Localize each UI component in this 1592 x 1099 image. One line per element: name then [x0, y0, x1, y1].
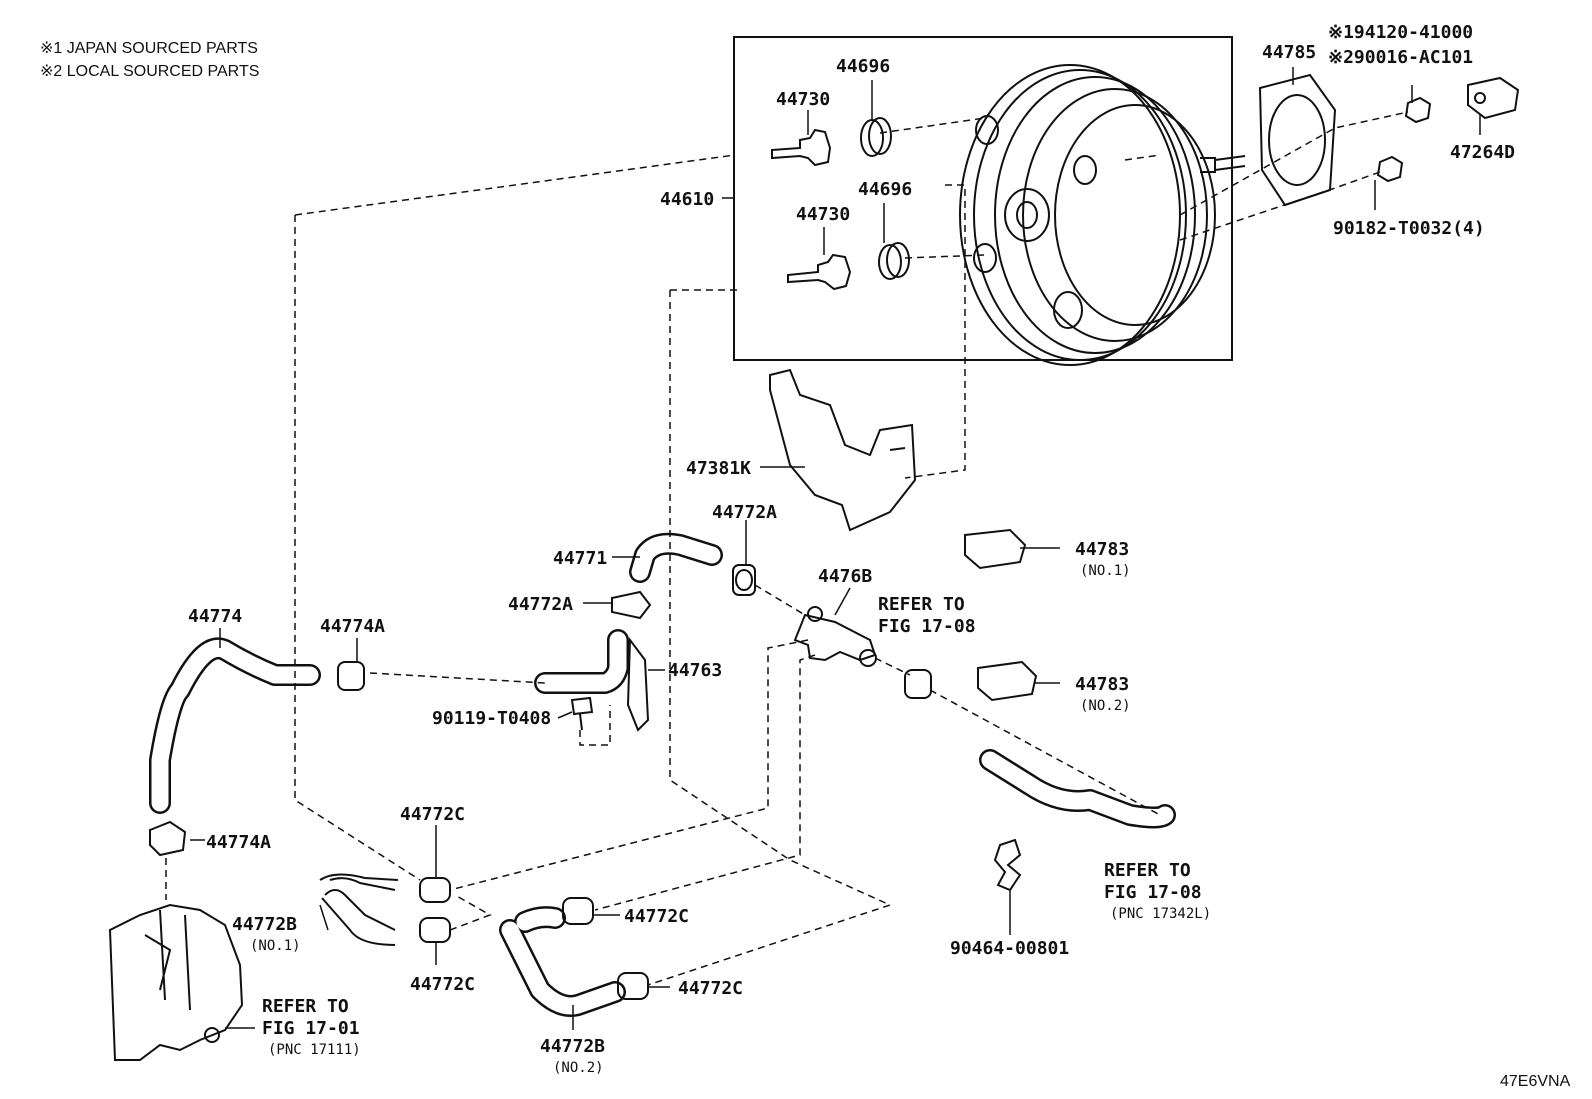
ref-fig1708-top-a: REFER TO — [878, 594, 965, 615]
label-44772b-no1: 44772B — [232, 914, 297, 935]
clamp-44774a-bottom[interactable] — [149, 820, 187, 857]
clamp-44772c-4[interactable] — [617, 972, 649, 1000]
check-valve-bottom[interactable] — [787, 253, 852, 291]
dash-line-a — [294, 154, 736, 881]
pipe-44763[interactable] — [534, 629, 650, 732]
ref-fig1701-a: REFER TO — [262, 996, 349, 1017]
label-47264d: 47264D — [1450, 142, 1515, 163]
nut-japan[interactable] — [1404, 96, 1432, 124]
clamp-44772c-2[interactable] — [419, 917, 451, 943]
bracket-47381k[interactable] — [769, 368, 917, 532]
intake-manifold[interactable] — [108, 903, 244, 1061]
label-194120: ※194120-41000 — [1328, 22, 1473, 43]
hose-44772b-no2[interactable] — [499, 906, 626, 1017]
label-90182: 90182-T0032(4) — [1333, 218, 1485, 239]
clamp-union[interactable] — [904, 669, 932, 699]
label-44772c-4: 44772C — [678, 978, 743, 999]
grommet-top[interactable] — [860, 117, 892, 157]
bolt-90119[interactable] — [570, 696, 594, 731]
hose-pnc17342l[interactable] — [979, 749, 1176, 829]
label-44772c-1: 44772C — [400, 804, 465, 825]
label-44772b-no1-sub: (NO.1) — [250, 938, 301, 954]
ref-fig1708-top-b: FIG 17-08 — [878, 616, 976, 637]
booster-assembly-box — [733, 36, 1233, 361]
label-44772c-2: 44772C — [410, 974, 475, 995]
label-4476b: 4476B — [818, 566, 872, 587]
label-47381k: 47381K — [686, 458, 751, 479]
clip-90464[interactable] — [993, 838, 1022, 892]
label-44730-top: 44730 — [776, 89, 830, 110]
label-44730-bottom: 44730 — [796, 204, 850, 225]
note-local: ※2 LOCAL SOURCED PARTS — [40, 63, 259, 80]
grommet-bottom[interactable] — [878, 242, 910, 280]
leader-lines — [190, 67, 1481, 1030]
label-44772a-mid: 44772A — [508, 594, 573, 615]
label-44771: 44771 — [553, 548, 607, 569]
clamp-44772a-mid[interactable] — [611, 590, 652, 620]
clamp-44772a-top[interactable] — [732, 564, 756, 596]
label-44783-no2-sub: (NO.2) — [1080, 698, 1131, 714]
bracket-47264d[interactable] — [1467, 76, 1520, 120]
label-44774: 44774 — [188, 606, 242, 627]
dash-line-c — [647, 289, 893, 986]
brake-booster[interactable] — [959, 64, 1246, 366]
ref-fig1701-b: FIG 17-01 — [262, 1018, 360, 1039]
label-44783-no1-sub: (NO.1) — [1080, 563, 1131, 579]
union-4476b[interactable] — [793, 606, 877, 667]
hose-44771[interactable] — [629, 532, 723, 583]
ref-fig1701-c: (PNC 17111) — [268, 1042, 361, 1058]
ref-fig1708-bot-a: REFER TO — [1104, 860, 1191, 881]
note-japan: ※1 JAPAN SOURCED PARTS — [40, 40, 258, 57]
clamp-44772c-3[interactable] — [562, 897, 594, 925]
clamp-44774a-top[interactable] — [337, 661, 365, 691]
label-44772b-no2-sub: (NO.2) — [553, 1060, 604, 1076]
label-44772c-3: 44772C — [624, 906, 689, 927]
dash-line-d — [904, 184, 966, 479]
dash-line-g — [165, 705, 611, 900]
hose-44774[interactable] — [149, 637, 321, 814]
label-44763: 44763 — [668, 660, 722, 681]
label-90119: 90119-T0408 — [432, 708, 551, 729]
clamp-44772c-1[interactable] — [419, 877, 451, 903]
label-44785: 44785 — [1262, 42, 1316, 63]
dash-line-b — [879, 111, 1409, 259]
connector-44783-no2[interactable] — [977, 660, 1038, 702]
label-44696-bottom: 44696 — [858, 179, 912, 200]
ref-fig1708-bot-c: (PNC 17342L) — [1110, 906, 1211, 922]
label-44783-no1: 44783 — [1075, 539, 1129, 560]
label-44772b-no2: 44772B — [540, 1036, 605, 1057]
label-90464: 90464-00801 — [950, 938, 1069, 959]
label-44696-top: 44696 — [836, 56, 890, 77]
nut-local[interactable] — [1376, 155, 1404, 183]
dash-line-f — [449, 639, 816, 931]
dash-line-e — [369, 584, 1161, 816]
label-44774a-top: 44774A — [320, 616, 385, 637]
label-44774a-bottom: 44774A — [206, 832, 271, 853]
connector-44783-no1[interactable] — [964, 528, 1027, 570]
diagram-code: 47E6VNA — [1500, 1073, 1571, 1090]
label-290016: ※290016-AC101 — [1328, 47, 1473, 68]
booster-gasket[interactable] — [1258, 73, 1337, 207]
hose-44772b-no1[interactable] — [319, 873, 399, 946]
label-44783-no2: 44783 — [1075, 674, 1129, 695]
check-valve-top[interactable] — [771, 128, 832, 167]
label-44610: 44610 — [660, 189, 714, 210]
label-44772a-top: 44772A — [712, 502, 777, 523]
ref-fig1708-bot-b: FIG 17-08 — [1104, 882, 1202, 903]
